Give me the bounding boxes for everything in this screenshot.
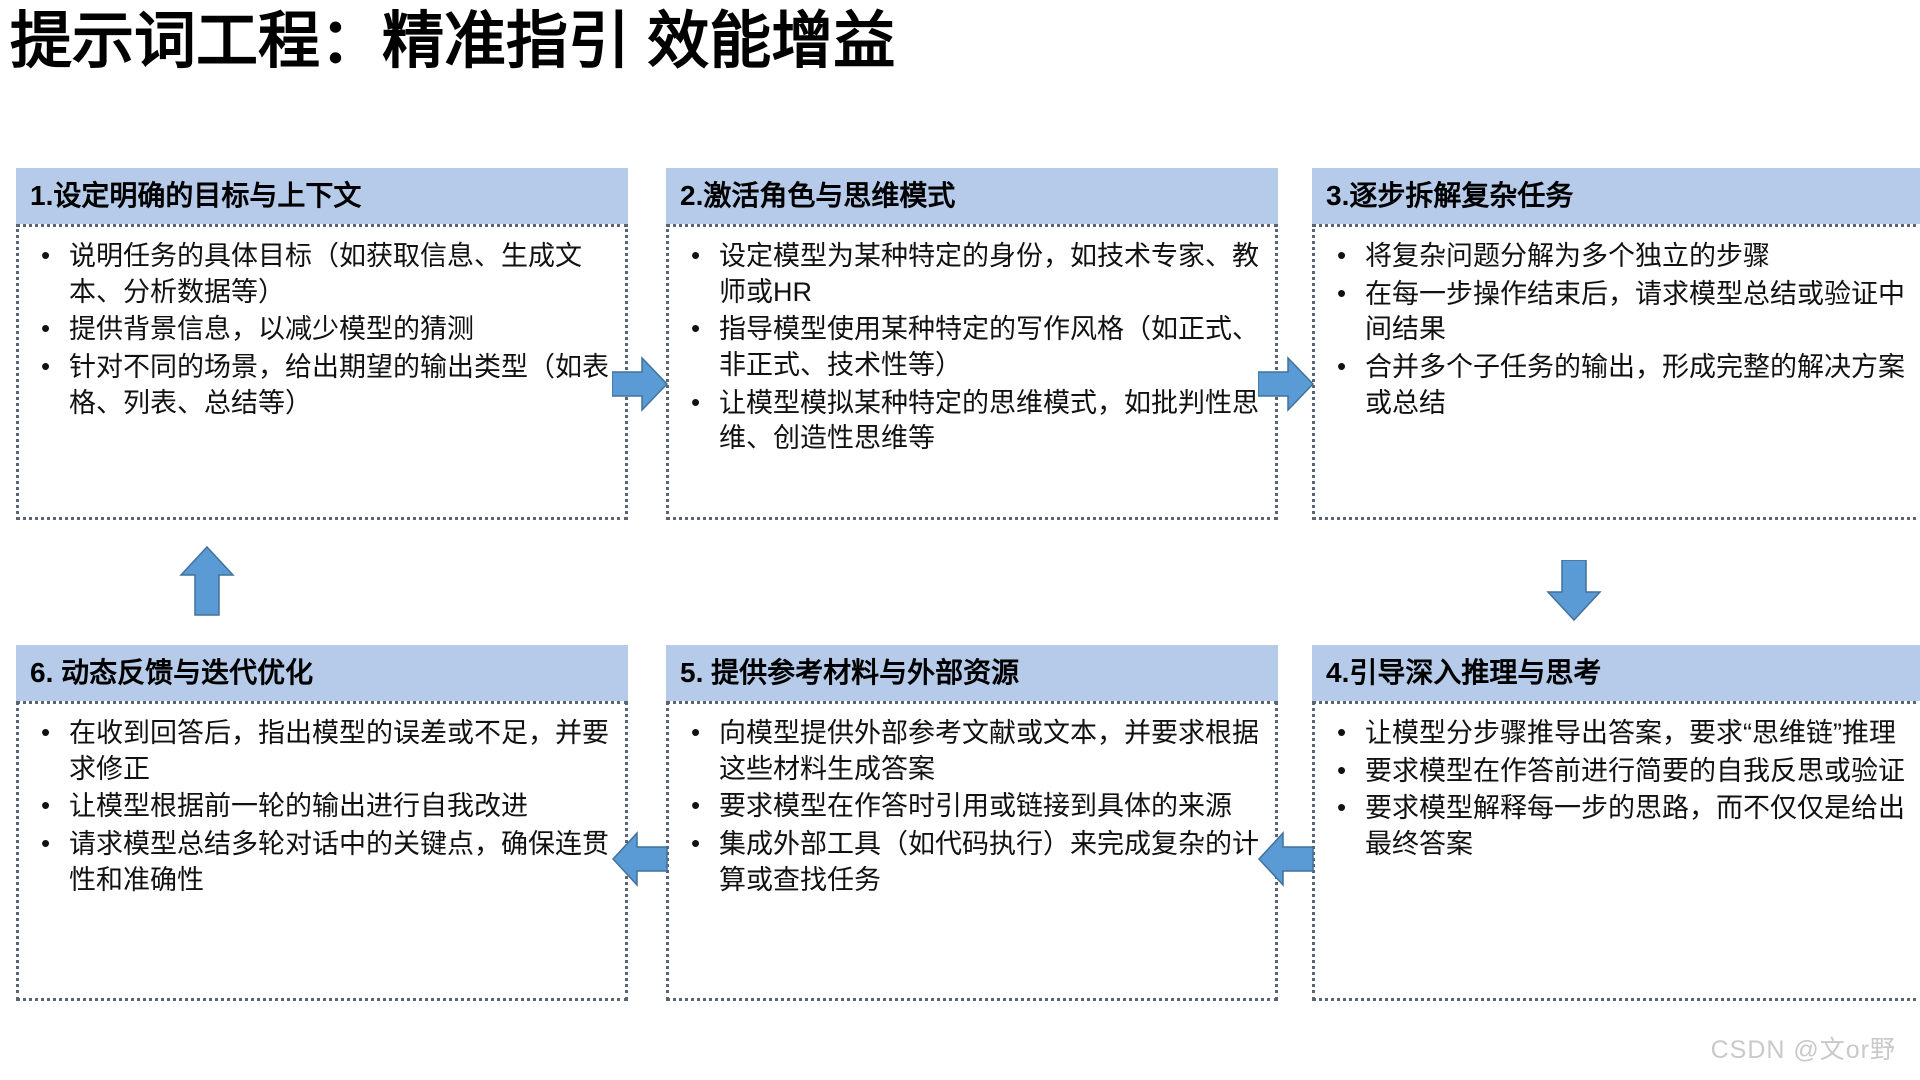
step-card-2-body: 设定模型为某种特定的身份，如技术专家、教师或HR 指导模型使用某种特定的写作风格… xyxy=(666,224,1278,520)
list-item: 针对不同的场景，给出期望的输出类型（如表格、列表、总结等） xyxy=(29,349,609,421)
step-card-4-header: 4.引导深入推理与思考 xyxy=(1312,645,1920,701)
arrow-down-icon-3-to-4 xyxy=(1545,560,1603,622)
step-card-1-header: 1.设定明确的目标与上下文 xyxy=(16,168,628,224)
step-card-5: 5. 提供参考材料与外部资源 向模型提供外部参考文献或文本，并要求根据这些材料生… xyxy=(666,645,1278,1001)
step-card-5-bullet-list: 向模型提供外部参考文献或文本，并要求根据这些材料生成答案 要求模型在作答时引用或… xyxy=(679,715,1259,898)
step-card-3: 3.逐步拆解复杂任务 将复杂问题分解为多个独立的步骤 在每一步操作结束后，请求模… xyxy=(1312,168,1920,520)
step-card-3-body: 将复杂问题分解为多个独立的步骤 在每一步操作结束后，请求模型总结或验证中间结果 … xyxy=(1312,224,1920,520)
list-item: 合并多个子任务的输出，形成完整的解决方案或总结 xyxy=(1325,349,1905,421)
step-card-1: 1.设定明确的目标与上下文 说明任务的具体目标（如获取信息、生成文本、分析数据等… xyxy=(16,168,628,520)
list-item: 集成外部工具（如代码执行）来完成复杂的计算或查找任务 xyxy=(679,826,1259,898)
watermark-text: CSDN @文or野 xyxy=(1710,1036,1896,1064)
list-item: 请求模型总结多轮对话中的关键点，确保连贯性和准确性 xyxy=(29,826,609,898)
list-item: 设定模型为某种特定的身份，如技术专家、教师或HR xyxy=(679,238,1259,310)
step-card-4: 4.引导深入推理与思考 让模型分步骤推导出答案，要求“思维链”推理 要求模型在作… xyxy=(1312,645,1920,1001)
step-card-6-body: 在收到回答后，指出模型的误差或不足，并要求修正 让模型根据前一轮的输出进行自我改… xyxy=(16,701,628,1001)
step-card-3-bullet-list: 将复杂问题分解为多个独立的步骤 在每一步操作结束后，请求模型总结或验证中间结果 … xyxy=(1325,238,1905,421)
step-card-4-bullet-list: 让模型分步骤推导出答案，要求“思维链”推理 要求模型在作答前进行简要的自我反思或… xyxy=(1325,715,1905,863)
step-card-1-bullet-list: 说明任务的具体目标（如获取信息、生成文本、分析数据等） 提供背景信息，以减少模型… xyxy=(29,238,609,421)
arrow-up-icon-6-to-1 xyxy=(178,545,236,617)
step-card-5-body: 向模型提供外部参考文献或文本，并要求根据这些材料生成答案 要求模型在作答时引用或… xyxy=(666,701,1278,1001)
step-card-3-header: 3.逐步拆解复杂任务 xyxy=(1312,168,1920,224)
list-item: 让模型分步骤推导出答案，要求“思维链”推理 xyxy=(1325,715,1905,752)
arrow-right-icon-2-to-3 xyxy=(1258,355,1314,413)
list-item: 说明任务的具体目标（如获取信息、生成文本、分析数据等） xyxy=(29,238,609,310)
list-item: 让模型根据前一轮的输出进行自我改进 xyxy=(29,788,609,825)
list-item: 要求模型在作答时引用或链接到具体的来源 xyxy=(679,788,1259,825)
list-item: 将复杂问题分解为多个独立的步骤 xyxy=(1325,238,1905,275)
step-card-5-header: 5. 提供参考材料与外部资源 xyxy=(666,645,1278,701)
list-item: 在每一步操作结束后，请求模型总结或验证中间结果 xyxy=(1325,276,1905,348)
step-card-2: 2.激活角色与思维模式 设定模型为某种特定的身份，如技术专家、教师或HR 指导模… xyxy=(666,168,1278,520)
list-item: 提供背景信息，以减少模型的猜测 xyxy=(29,311,609,348)
list-item: 在收到回答后，指出模型的误差或不足，并要求修正 xyxy=(29,715,609,787)
step-card-2-bullet-list: 设定模型为某种特定的身份，如技术专家、教师或HR 指导模型使用某种特定的写作风格… xyxy=(679,238,1259,457)
step-card-6: 6. 动态反馈与迭代优化 在收到回答后，指出模型的误差或不足，并要求修正 让模型… xyxy=(16,645,628,1001)
arrow-left-icon-5-to-6 xyxy=(612,830,668,888)
step-card-1-body: 说明任务的具体目标（如获取信息、生成文本、分析数据等） 提供背景信息，以减少模型… xyxy=(16,224,628,520)
arrow-left-icon-4-to-5 xyxy=(1258,830,1314,888)
list-item: 向模型提供外部参考文献或文本，并要求根据这些材料生成答案 xyxy=(679,715,1259,787)
list-item: 指导模型使用某种特定的写作风格（如正式、非正式、技术性等） xyxy=(679,311,1259,383)
list-item: 让模型模拟某种特定的思维模式，如批判性思维、创造性思维等 xyxy=(679,384,1259,457)
list-item: 要求模型在作答前进行简要的自我反思或验证 xyxy=(1325,753,1905,790)
step-card-4-body: 让模型分步骤推导出答案，要求“思维链”推理 要求模型在作答前进行简要的自我反思或… xyxy=(1312,701,1920,1001)
arrow-right-icon-1-to-2 xyxy=(612,355,668,413)
step-card-6-header: 6. 动态反馈与迭代优化 xyxy=(16,645,628,701)
list-item: 要求模型解释每一步的思路，而不仅仅是给出最终答案 xyxy=(1325,790,1905,862)
page-title: 提示词工程：精准指引 效能增益 xyxy=(10,7,896,76)
step-card-6-bullet-list: 在收到回答后，指出模型的误差或不足，并要求修正 让模型根据前一轮的输出进行自我改… xyxy=(29,715,609,898)
step-card-2-header: 2.激活角色与思维模式 xyxy=(666,168,1278,224)
